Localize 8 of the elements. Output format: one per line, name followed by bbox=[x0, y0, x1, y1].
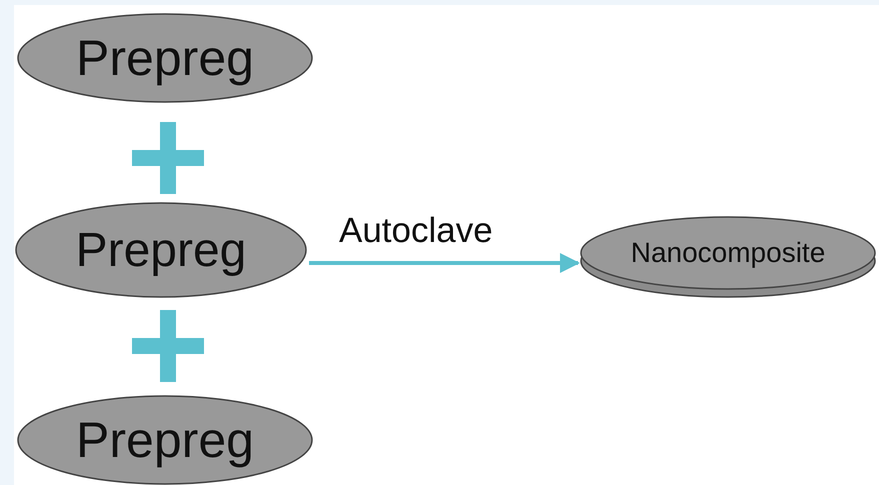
node-label: Prepreg bbox=[76, 222, 246, 278]
disc-node bbox=[580, 216, 876, 298]
ellipse-node bbox=[15, 202, 307, 298]
node-label: Prepreg bbox=[76, 29, 254, 87]
ellipse-node bbox=[17, 13, 313, 103]
node-label: Nanocomposite bbox=[630, 237, 826, 269]
node-label: Prepreg bbox=[76, 411, 254, 469]
ellipse-node bbox=[17, 395, 313, 485]
